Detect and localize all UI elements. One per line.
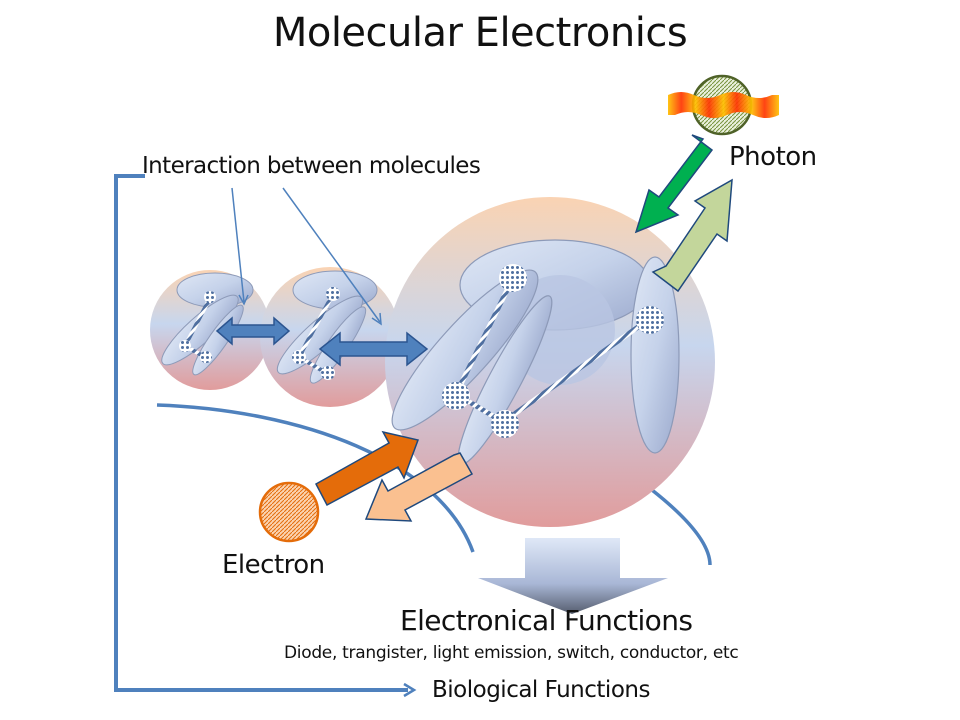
biological-functions-label: Biological Functions: [432, 677, 650, 703]
interaction-pointers: [231, 187, 382, 326]
photon-wave-particle-icon: [668, 74, 779, 136]
interaction-double-arrow-2: [318, 331, 429, 367]
biological-functions-connector: [114, 174, 417, 698]
electron-out-arrow: [364, 452, 474, 522]
interaction-double-arrow-1: [215, 316, 291, 346]
interaction-label: Interaction between molecules: [142, 153, 481, 179]
electronical-functions-label: Electronical Functions: [400, 604, 693, 637]
page-title: Molecular Electronics: [272, 10, 688, 56]
photon-label: Photon: [729, 142, 817, 172]
down-arrow-icon: [478, 538, 668, 614]
electron-in-arrow: [314, 430, 419, 507]
molecule-sphere-small-1: [150, 270, 270, 390]
substrate-curves: [156, 403, 712, 566]
electron-label: Electron: [222, 550, 325, 580]
electron-particle-icon: [258, 481, 320, 543]
molecule-sphere-large: [385, 197, 715, 527]
photon-out-arrow: [651, 178, 733, 293]
photon-in-arrow: [634, 134, 714, 234]
electronical-functions-examples: Diode, trangister, light emission, switc…: [284, 643, 739, 663]
